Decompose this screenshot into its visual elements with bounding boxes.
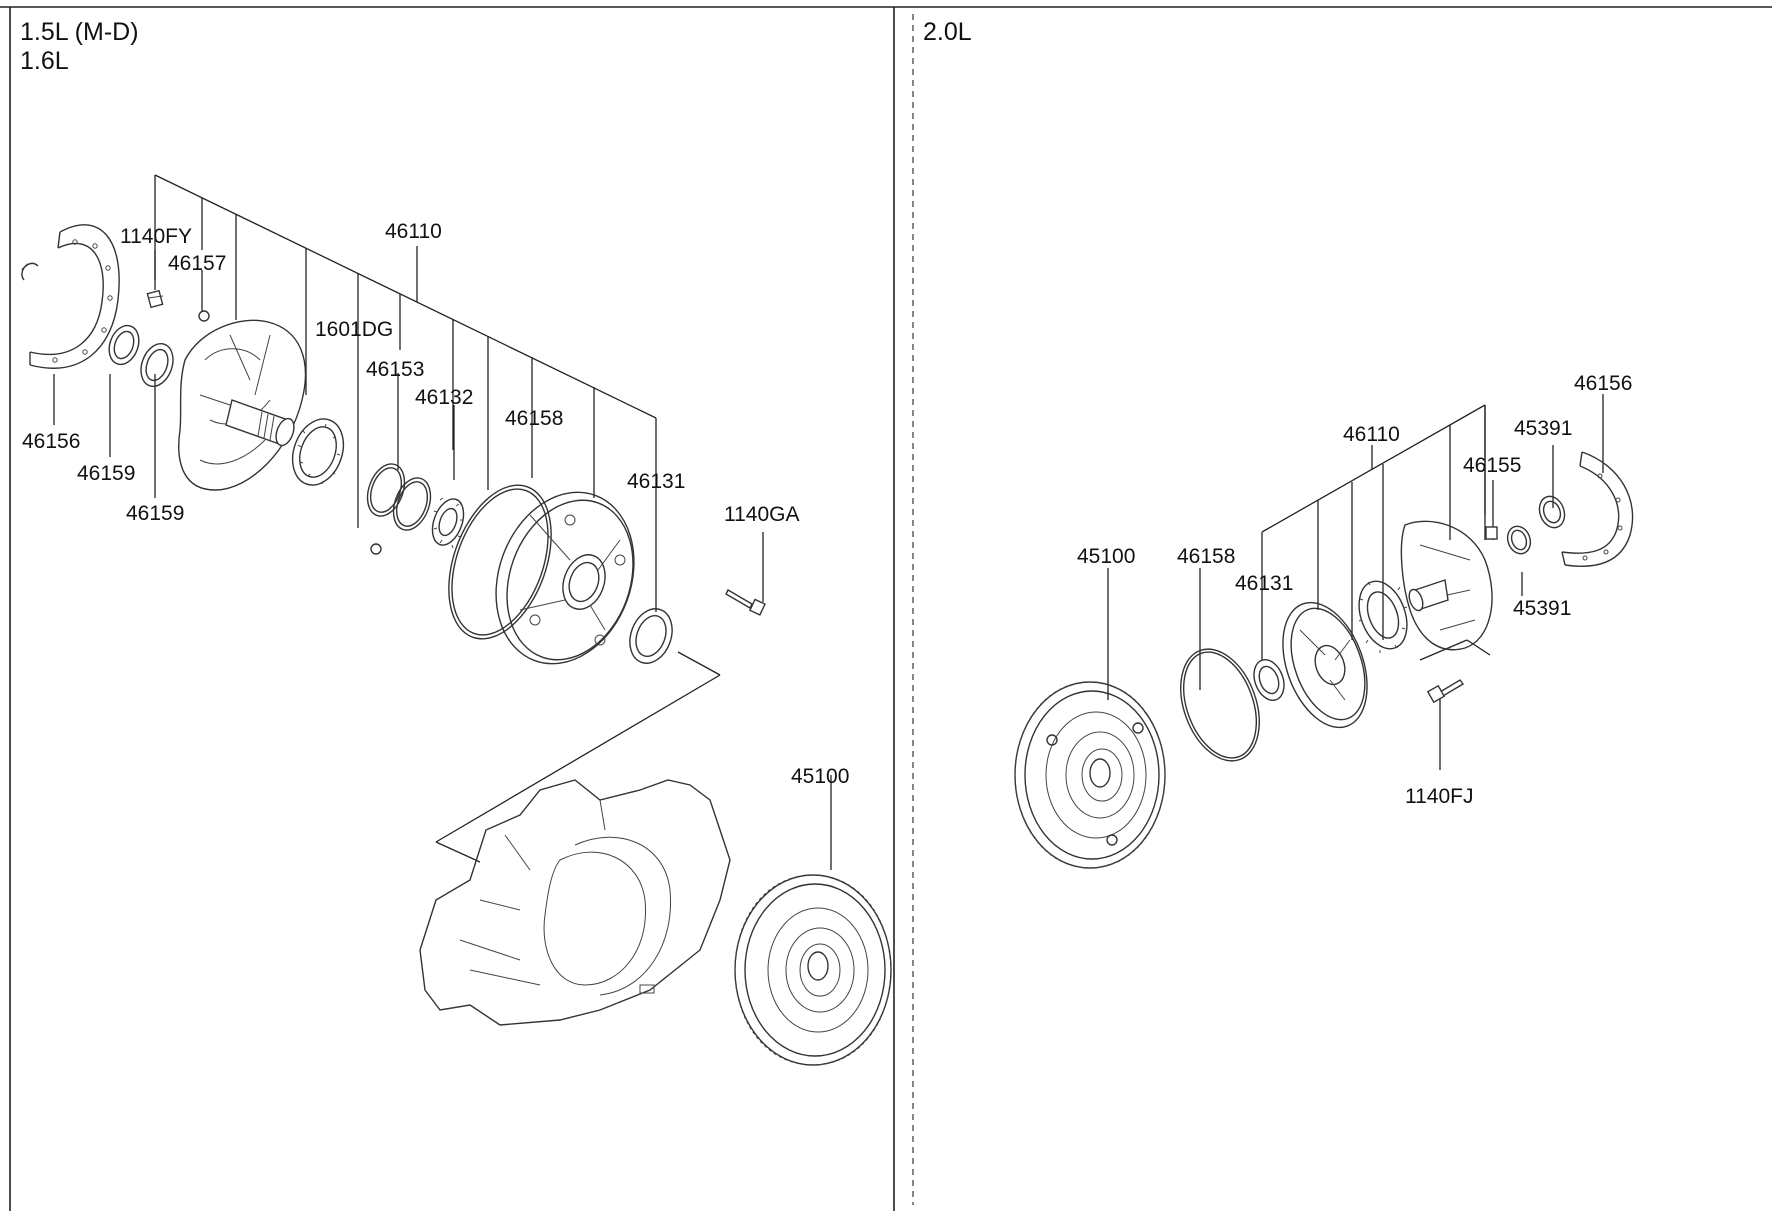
callout-46110-right: 46110: [1343, 423, 1400, 446]
bolt-1140fj: [1426, 679, 1465, 704]
diagram-frame: [0, 6, 1772, 1211]
oring-46153: [366, 463, 432, 531]
seal-46131-right: [1253, 658, 1285, 702]
callout-1140ga: 1140GA: [724, 503, 800, 526]
panel-left-title-2: 1.6L: [20, 47, 69, 75]
callout-45100-left: 45100: [791, 765, 849, 788]
gear-right: [1358, 580, 1408, 653]
gasket-46156-left: [21, 224, 120, 369]
oring-46158-right: [1180, 648, 1260, 762]
bolt-1140ga: [725, 589, 766, 616]
right-leader-lines: [1107, 394, 1604, 770]
callout-46159-a: 46159: [77, 462, 135, 485]
bolt-1140fy: [146, 289, 164, 309]
callout-46158-right: 46158: [1177, 545, 1235, 568]
ball-1601dg: [370, 543, 382, 555]
torque-converter-left: [734, 874, 892, 1066]
seal-46159-a: [108, 324, 140, 366]
seal-46159-b: [140, 342, 174, 388]
oil-pump-body-left: [178, 319, 307, 491]
callout-1140fj: 1140FJ: [1405, 785, 1474, 808]
left-leader-lines: [53, 174, 832, 870]
callout-46155: 46155: [1463, 454, 1521, 477]
oil-pump-body-right: [1400, 520, 1493, 651]
callout-46110-left: 46110: [385, 220, 442, 243]
pump-housing-right: [1282, 601, 1368, 729]
callout-46157: 46157: [168, 252, 226, 275]
callout-46131-right: 46131: [1235, 572, 1293, 595]
callout-46132: 46132: [415, 386, 473, 409]
callout-46156-right: 46156: [1574, 372, 1632, 395]
transaxle-case: [419, 779, 731, 1026]
panel-right-title: 2.0L: [923, 18, 972, 46]
callout-46131-left: 46131: [627, 470, 685, 493]
inner-gear-46132: [431, 497, 465, 549]
callout-1601dg: 1601DG: [315, 318, 393, 341]
seal-45391-b: [1506, 525, 1532, 555]
callout-45391-b: 45391: [1513, 597, 1571, 620]
callout-46156-left: 46156: [22, 430, 80, 453]
oring-46158-left: [448, 484, 552, 640]
callout-1140fy-left: 1140FY: [120, 225, 192, 248]
callout-46158-left: 46158: [505, 407, 563, 430]
gasket-46156-right: [1561, 451, 1634, 567]
panel-left-title-1: 1.5L (M-D): [20, 18, 139, 46]
callout-46153: 46153: [366, 358, 424, 381]
callout-45391-a: 45391: [1514, 417, 1572, 440]
callout-45100-right: 45100: [1077, 545, 1135, 568]
pump-housing-left: [495, 491, 635, 665]
outer-gear-left: [291, 418, 345, 486]
callout-46159-b: 46159: [126, 502, 184, 525]
bolt-46155: [1485, 526, 1498, 540]
seal-46131-left: [629, 608, 673, 664]
plug-46157: [198, 310, 210, 322]
seal-45391-a: [1538, 495, 1566, 529]
torque-converter-right: [1014, 681, 1166, 869]
